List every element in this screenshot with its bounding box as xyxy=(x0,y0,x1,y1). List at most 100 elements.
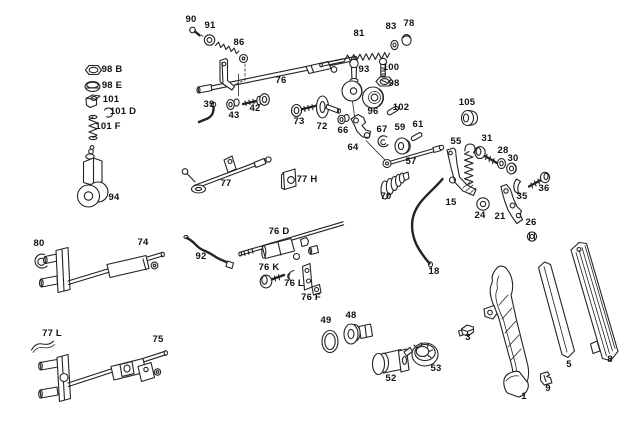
part-67-drawing xyxy=(377,135,389,148)
part-64-drawing xyxy=(350,113,387,162)
part-26-drawing xyxy=(526,231,538,242)
part-28-drawing xyxy=(496,157,507,170)
part-label-76f: 76 F xyxy=(301,292,321,303)
part-label-53: 53 xyxy=(430,363,442,374)
part-label-59: 59 xyxy=(394,122,406,133)
part-74-drawing xyxy=(38,246,165,294)
part-label-31: 31 xyxy=(481,133,493,144)
part-label-74: 74 xyxy=(137,237,149,248)
part-57-drawing xyxy=(382,144,445,169)
part-label-26: 26 xyxy=(525,217,537,228)
part-label-61: 61 xyxy=(412,119,424,130)
part-55-drawing xyxy=(463,143,476,185)
part-label-66: 66 xyxy=(337,125,349,136)
part-label-43: 43 xyxy=(228,110,240,121)
part-31-drawing xyxy=(474,145,499,165)
part-42-drawing xyxy=(241,93,270,107)
part-94-drawing xyxy=(76,145,109,208)
part-77h-drawing xyxy=(280,168,297,191)
part-label-94: 94 xyxy=(108,192,120,203)
part-76d-drawing xyxy=(238,221,345,261)
part-83-drawing xyxy=(390,39,399,51)
part-36-drawing xyxy=(527,171,551,189)
part-label-92: 92 xyxy=(195,251,207,262)
part-label-83: 83 xyxy=(385,21,397,32)
part-8-drawing xyxy=(570,241,619,362)
part-1-drawing xyxy=(483,265,530,398)
part-76k-drawing xyxy=(259,273,286,289)
part-90-drawing xyxy=(189,26,201,37)
part-77-drawing xyxy=(181,155,272,194)
part-label-52: 52 xyxy=(385,373,397,384)
part-5-drawing xyxy=(537,261,576,359)
part-101-drawing xyxy=(85,94,101,109)
part-49-drawing xyxy=(321,329,339,354)
part-label-24: 24 xyxy=(474,210,486,221)
part-label-9: 9 xyxy=(545,383,551,394)
part-98-drawing xyxy=(375,76,394,87)
part-label-77: 77 xyxy=(220,178,232,189)
part-76-drawing xyxy=(196,55,358,97)
part-label-98e: 98 E xyxy=(101,80,123,91)
part-81-drawing xyxy=(319,52,391,68)
part-label-98b: 98 B xyxy=(101,64,123,75)
part-label-101f: 101 F xyxy=(95,121,121,132)
part-label-80: 80 xyxy=(33,238,45,249)
part-86-drawing xyxy=(214,41,249,86)
part-53-drawing xyxy=(411,342,439,367)
part-43-drawing xyxy=(226,98,240,111)
part-21-drawing xyxy=(500,183,524,225)
part-label-28: 28 xyxy=(497,145,509,156)
part-24-drawing xyxy=(476,197,490,211)
part-96-drawing xyxy=(361,86,385,109)
part-75-drawing xyxy=(38,350,168,403)
part-76f-drawing xyxy=(301,262,322,296)
part-label-77l: 77 L xyxy=(42,328,62,339)
part-label-35: 35 xyxy=(516,191,528,202)
part-59-drawing xyxy=(394,137,411,155)
part-15-drawing xyxy=(446,147,477,197)
part-label-96: 96 xyxy=(367,106,379,117)
part-label-3: 3 xyxy=(465,332,471,343)
part-label-48: 48 xyxy=(345,310,357,321)
part-label-42: 42 xyxy=(249,103,261,114)
part-label-98: 98 xyxy=(388,78,400,89)
part-label-100: 100 xyxy=(382,62,400,73)
part-102-drawing xyxy=(386,105,399,116)
part-label-76k: 76 K xyxy=(258,262,280,273)
part-label-101: 101 xyxy=(102,94,120,105)
part-93-drawing xyxy=(341,58,363,117)
part-72-drawing xyxy=(315,95,342,119)
part-3-drawing xyxy=(457,324,475,337)
part-66-drawing xyxy=(337,114,350,125)
part-label-78: 78 xyxy=(403,18,415,29)
part-78-drawing xyxy=(401,34,412,46)
part-73-drawing xyxy=(290,103,319,118)
part-label-21: 21 xyxy=(494,211,506,222)
part-70-drawing xyxy=(380,171,410,200)
part-35-drawing xyxy=(513,178,522,195)
part-label-73: 73 xyxy=(293,116,305,127)
part-label-64: 64 xyxy=(347,142,359,153)
part-label-49: 49 xyxy=(320,315,332,326)
part-101d-drawing xyxy=(103,107,114,118)
part-label-72: 72 xyxy=(316,121,328,132)
part-label-55: 55 xyxy=(450,136,462,147)
part-label-76: 76 xyxy=(275,75,287,86)
part-label-105: 105 xyxy=(458,97,476,108)
part-label-81: 81 xyxy=(353,28,365,39)
part-18-drawing xyxy=(410,177,444,268)
part-label-5: 5 xyxy=(566,359,572,370)
part-98b-drawing xyxy=(84,64,103,76)
part-label-93: 93 xyxy=(358,64,370,75)
part-label-15: 15 xyxy=(445,197,457,208)
part-label-90: 90 xyxy=(185,14,197,25)
part-80-drawing xyxy=(34,253,48,269)
part-98e-drawing xyxy=(84,80,101,93)
part-77l-drawing xyxy=(30,340,55,353)
part-label-77h: 77 H xyxy=(296,174,318,185)
part-92-drawing xyxy=(183,234,235,270)
part-48-drawing xyxy=(343,323,374,345)
